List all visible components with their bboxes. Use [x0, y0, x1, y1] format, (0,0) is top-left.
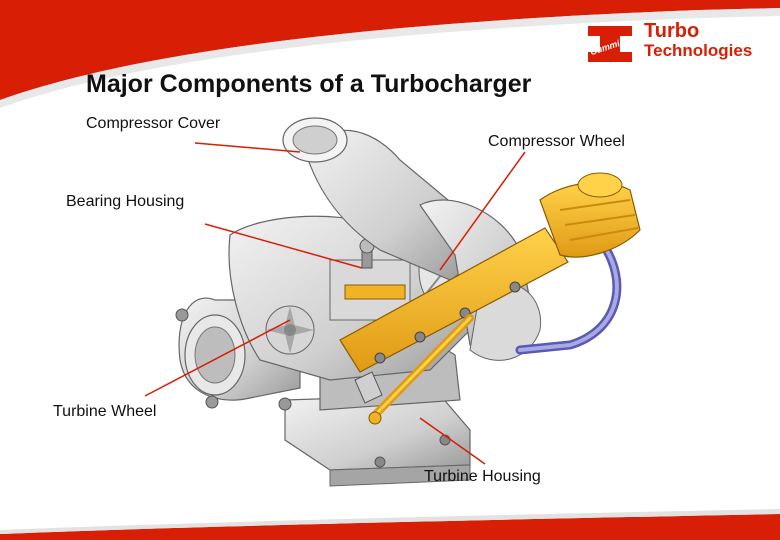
- cummins-emblem-icon: Cummins: [588, 26, 632, 62]
- leader-compressor-cover: [194, 142, 301, 153]
- turbine-wheel-part: [265, 305, 315, 355]
- leader-lines: [144, 142, 526, 465]
- label-bearing-housing: Bearing Housing: [66, 193, 185, 210]
- wastegate-actuator: [339, 172, 641, 425]
- top-swoosh: [0, 0, 780, 108]
- leader-turbine-housing: [419, 417, 486, 465]
- label-turbine-housing: Turbine Housing: [424, 468, 541, 485]
- bottom-swoosh: [0, 509, 780, 540]
- logo-line-technologies: Technologies: [644, 41, 753, 60]
- page-title: Major Components of a Turbocharger: [86, 70, 532, 98]
- leader-compressor-wheel: [439, 151, 526, 271]
- leader-turbine-wheel: [144, 319, 291, 397]
- label-turbine-wheel: Turbine Wheel: [53, 403, 157, 420]
- label-compressor-wheel: Compressor Wheel: [488, 133, 625, 150]
- company-logo: Cummins Turbo Technologies: [580, 20, 770, 66]
- label-compressor-cover: Compressor Cover: [86, 115, 221, 132]
- leader-bearing-housing: [204, 223, 363, 269]
- logo-line-turbo: Turbo: [644, 20, 700, 42]
